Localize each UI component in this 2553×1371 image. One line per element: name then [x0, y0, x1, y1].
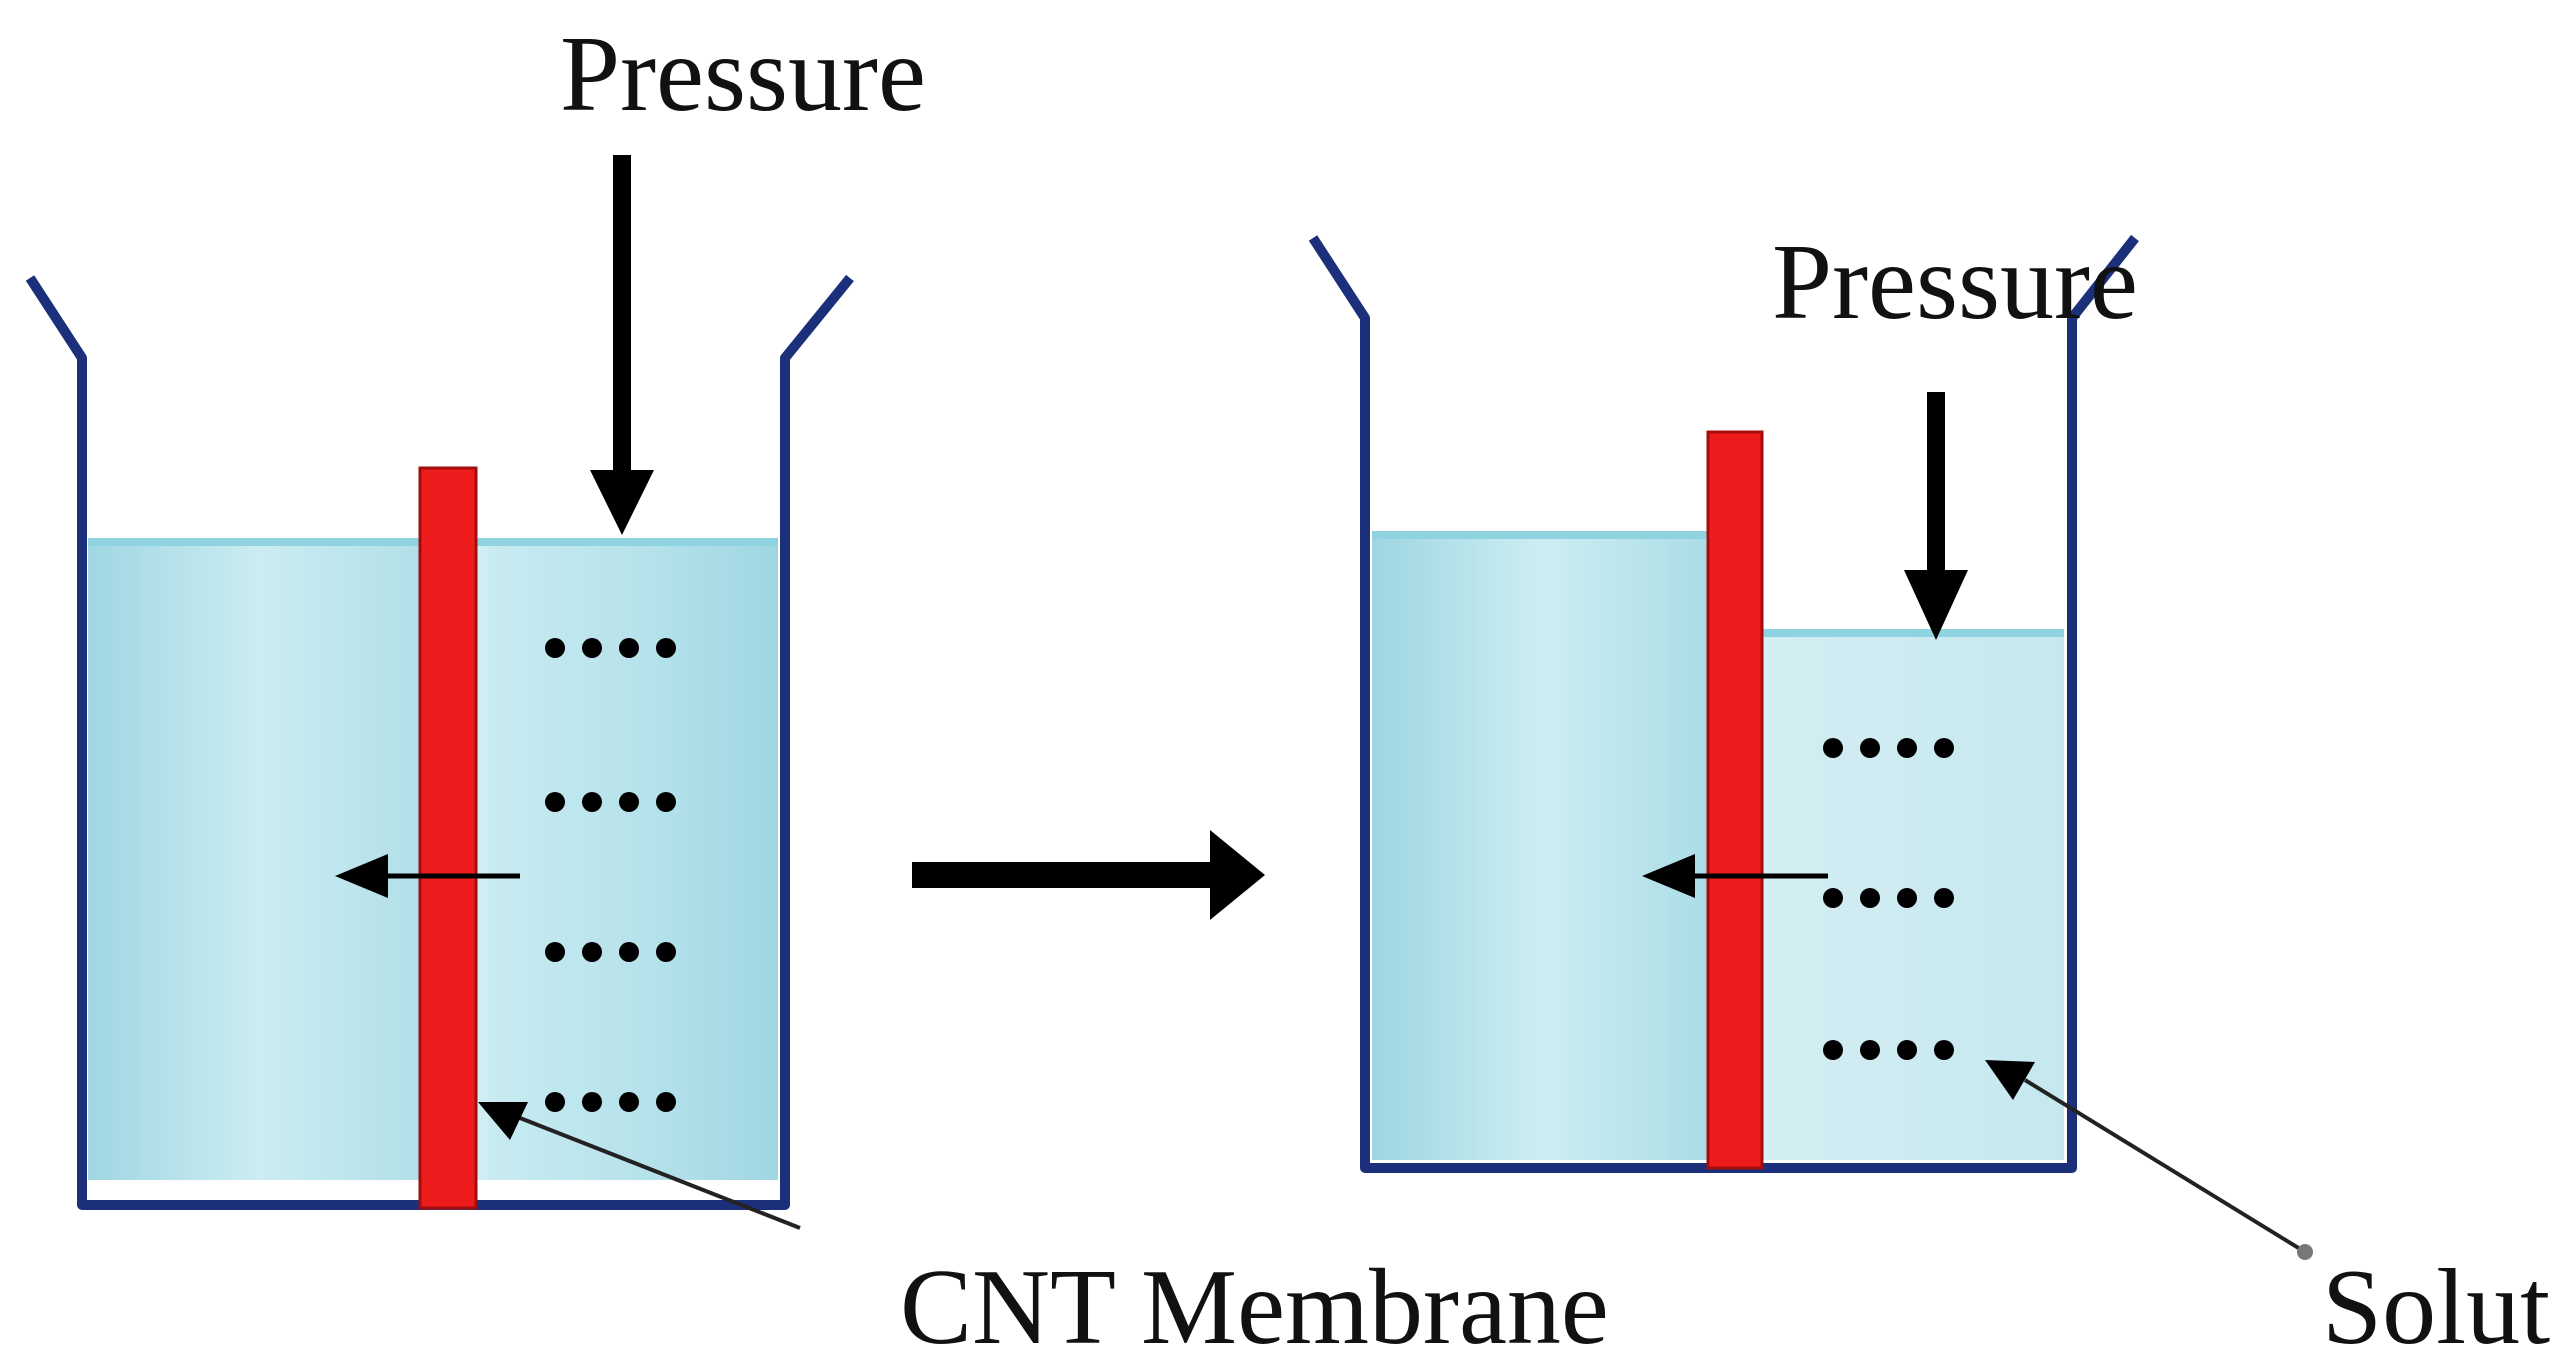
right-flow-arrow — [1642, 854, 1828, 898]
membrane-callout: CNT Membrane — [478, 1102, 1609, 1367]
left-solute-row-3 — [545, 942, 676, 962]
right-pressure-label: Pressure — [1772, 223, 2138, 342]
right-solute-row-2 — [1823, 888, 1954, 908]
left-cnt-membrane — [418, 466, 478, 1210]
left-solute-row-1 — [545, 638, 676, 658]
left-pressure-arrow — [590, 155, 654, 535]
membrane-leader-arrowhead — [478, 1102, 528, 1140]
left-solute-row-2 — [545, 792, 676, 812]
right-pressure-arrow — [1904, 392, 1968, 640]
solute-leader-line — [2023, 1078, 2307, 1254]
right-solute-row-3 — [1823, 1040, 1954, 1060]
right-water-permeate — [1372, 535, 1712, 1160]
left-solute-particles — [545, 638, 676, 1112]
left-pressure-label: Pressure — [560, 15, 926, 134]
left-beaker: Pressure — [25, 15, 926, 1210]
right-beaker: Pressure — [1308, 223, 2139, 1173]
left-water-solution — [488, 542, 778, 1180]
process-arrow — [912, 830, 1265, 920]
right-solute-row-1 — [1823, 738, 1954, 758]
solute-callout: Solute — [1985, 1060, 2553, 1367]
left-solute-row-4 — [545, 1092, 676, 1112]
solute-leader-end — [2297, 1244, 2313, 1260]
right-cnt-membrane — [1706, 430, 1764, 1170]
solute-label: Solute — [2322, 1248, 2553, 1366]
membrane-leader-line — [519, 1116, 801, 1230]
left-flow-arrow — [335, 854, 520, 898]
right-solute-particles — [1823, 738, 1954, 1060]
membrane-label: CNT Membrane — [900, 1248, 1609, 1366]
solute-leader-arrowhead — [1985, 1060, 2035, 1100]
